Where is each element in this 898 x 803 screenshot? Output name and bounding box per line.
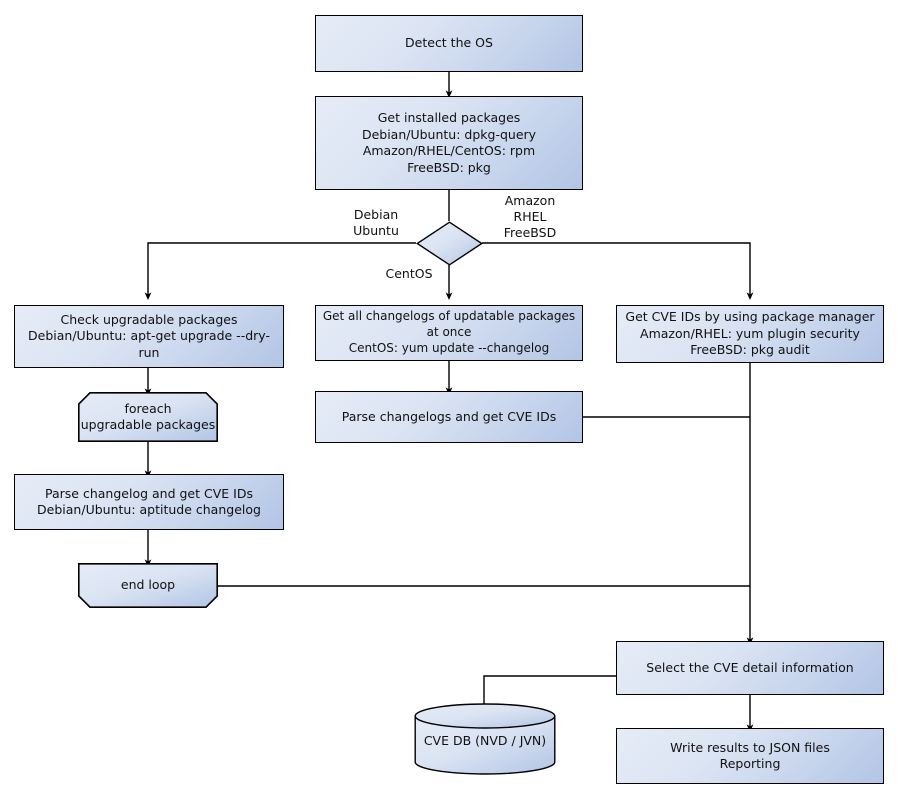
node-label: Parse changelogs and get CVE IDs	[341, 408, 557, 424]
loop-end-shape	[78, 563, 218, 608]
node-write-results-json[interactable]: Write results to JSON files Reporting	[616, 728, 884, 784]
node-get-all-changelogs[interactable]: Get all changelogs of updatable packages…	[315, 305, 583, 361]
edge-label-centos: CentOS	[378, 266, 440, 282]
node-parse-changelogs-get-cve-ids[interactable]: Parse changelogs and get CVE IDs	[315, 391, 583, 443]
edge-label-text: CentOS	[385, 266, 433, 281]
node-get-cve-ids-package-manager[interactable]: Get CVE IDs by using package manager Ama…	[616, 305, 884, 363]
node-label: foreach upgradable packages	[80, 400, 216, 433]
node-get-installed-packages[interactable]: Get installed packages Debian/Ubuntu: dp…	[315, 96, 583, 190]
node-cve-database[interactable]: CVE DB (NVD / JVN)	[414, 703, 556, 775]
node-label: end loop	[120, 577, 176, 593]
node-label: CVE DB (NVD / JVN)	[423, 733, 547, 748]
node-label: Get installed packages Debian/Ubuntu: dp…	[361, 110, 537, 175]
node-label: Get CVE IDs by using package manager Ama…	[625, 309, 875, 358]
edge-decision-debian	[144, 242, 416, 301]
node-parse-changelog-aptitude[interactable]: Parse changelog and get CVE IDs Debian/U…	[14, 474, 284, 530]
node-os-decision[interactable]	[415, 221, 484, 266]
node-label: Check upgradable packages Debian/Ubuntu:…	[28, 311, 270, 360]
node-end-loop[interactable]: end loop	[78, 563, 218, 608]
node-select-cve-detail[interactable]: Select the CVE detail information	[616, 641, 884, 695]
diamond-shape	[415, 221, 484, 266]
cylinder-shape	[414, 703, 556, 775]
edge-label-amazon-rhel-freebsd: Amazon RHEL FreeBSD	[490, 193, 570, 241]
node-detect-the-os[interactable]: Detect the OS	[315, 15, 583, 72]
node-label: Parse changelog and get CVE IDs Debian/U…	[37, 485, 261, 518]
edge-decision-amazon	[482, 242, 754, 301]
node-label: Get all changelogs of updatable packages…	[322, 309, 576, 355]
loop-start-shape	[78, 392, 218, 442]
edge-label-text: Amazon RHEL FreeBSD	[503, 193, 557, 240]
node-foreach-loop-start[interactable]: foreach upgradable packages	[78, 392, 218, 442]
edge-label-text: Debian Ubuntu	[353, 207, 399, 238]
node-label: Select the CVE detail information	[646, 659, 854, 675]
node-label: Detect the OS	[405, 35, 493, 51]
node-check-upgradable-packages[interactable]: Check upgradable packages Debian/Ubuntu:…	[14, 305, 284, 368]
node-label: Write results to JSON files Reporting	[670, 739, 830, 772]
edge-label-debian-ubuntu: Debian Ubuntu	[340, 207, 412, 239]
